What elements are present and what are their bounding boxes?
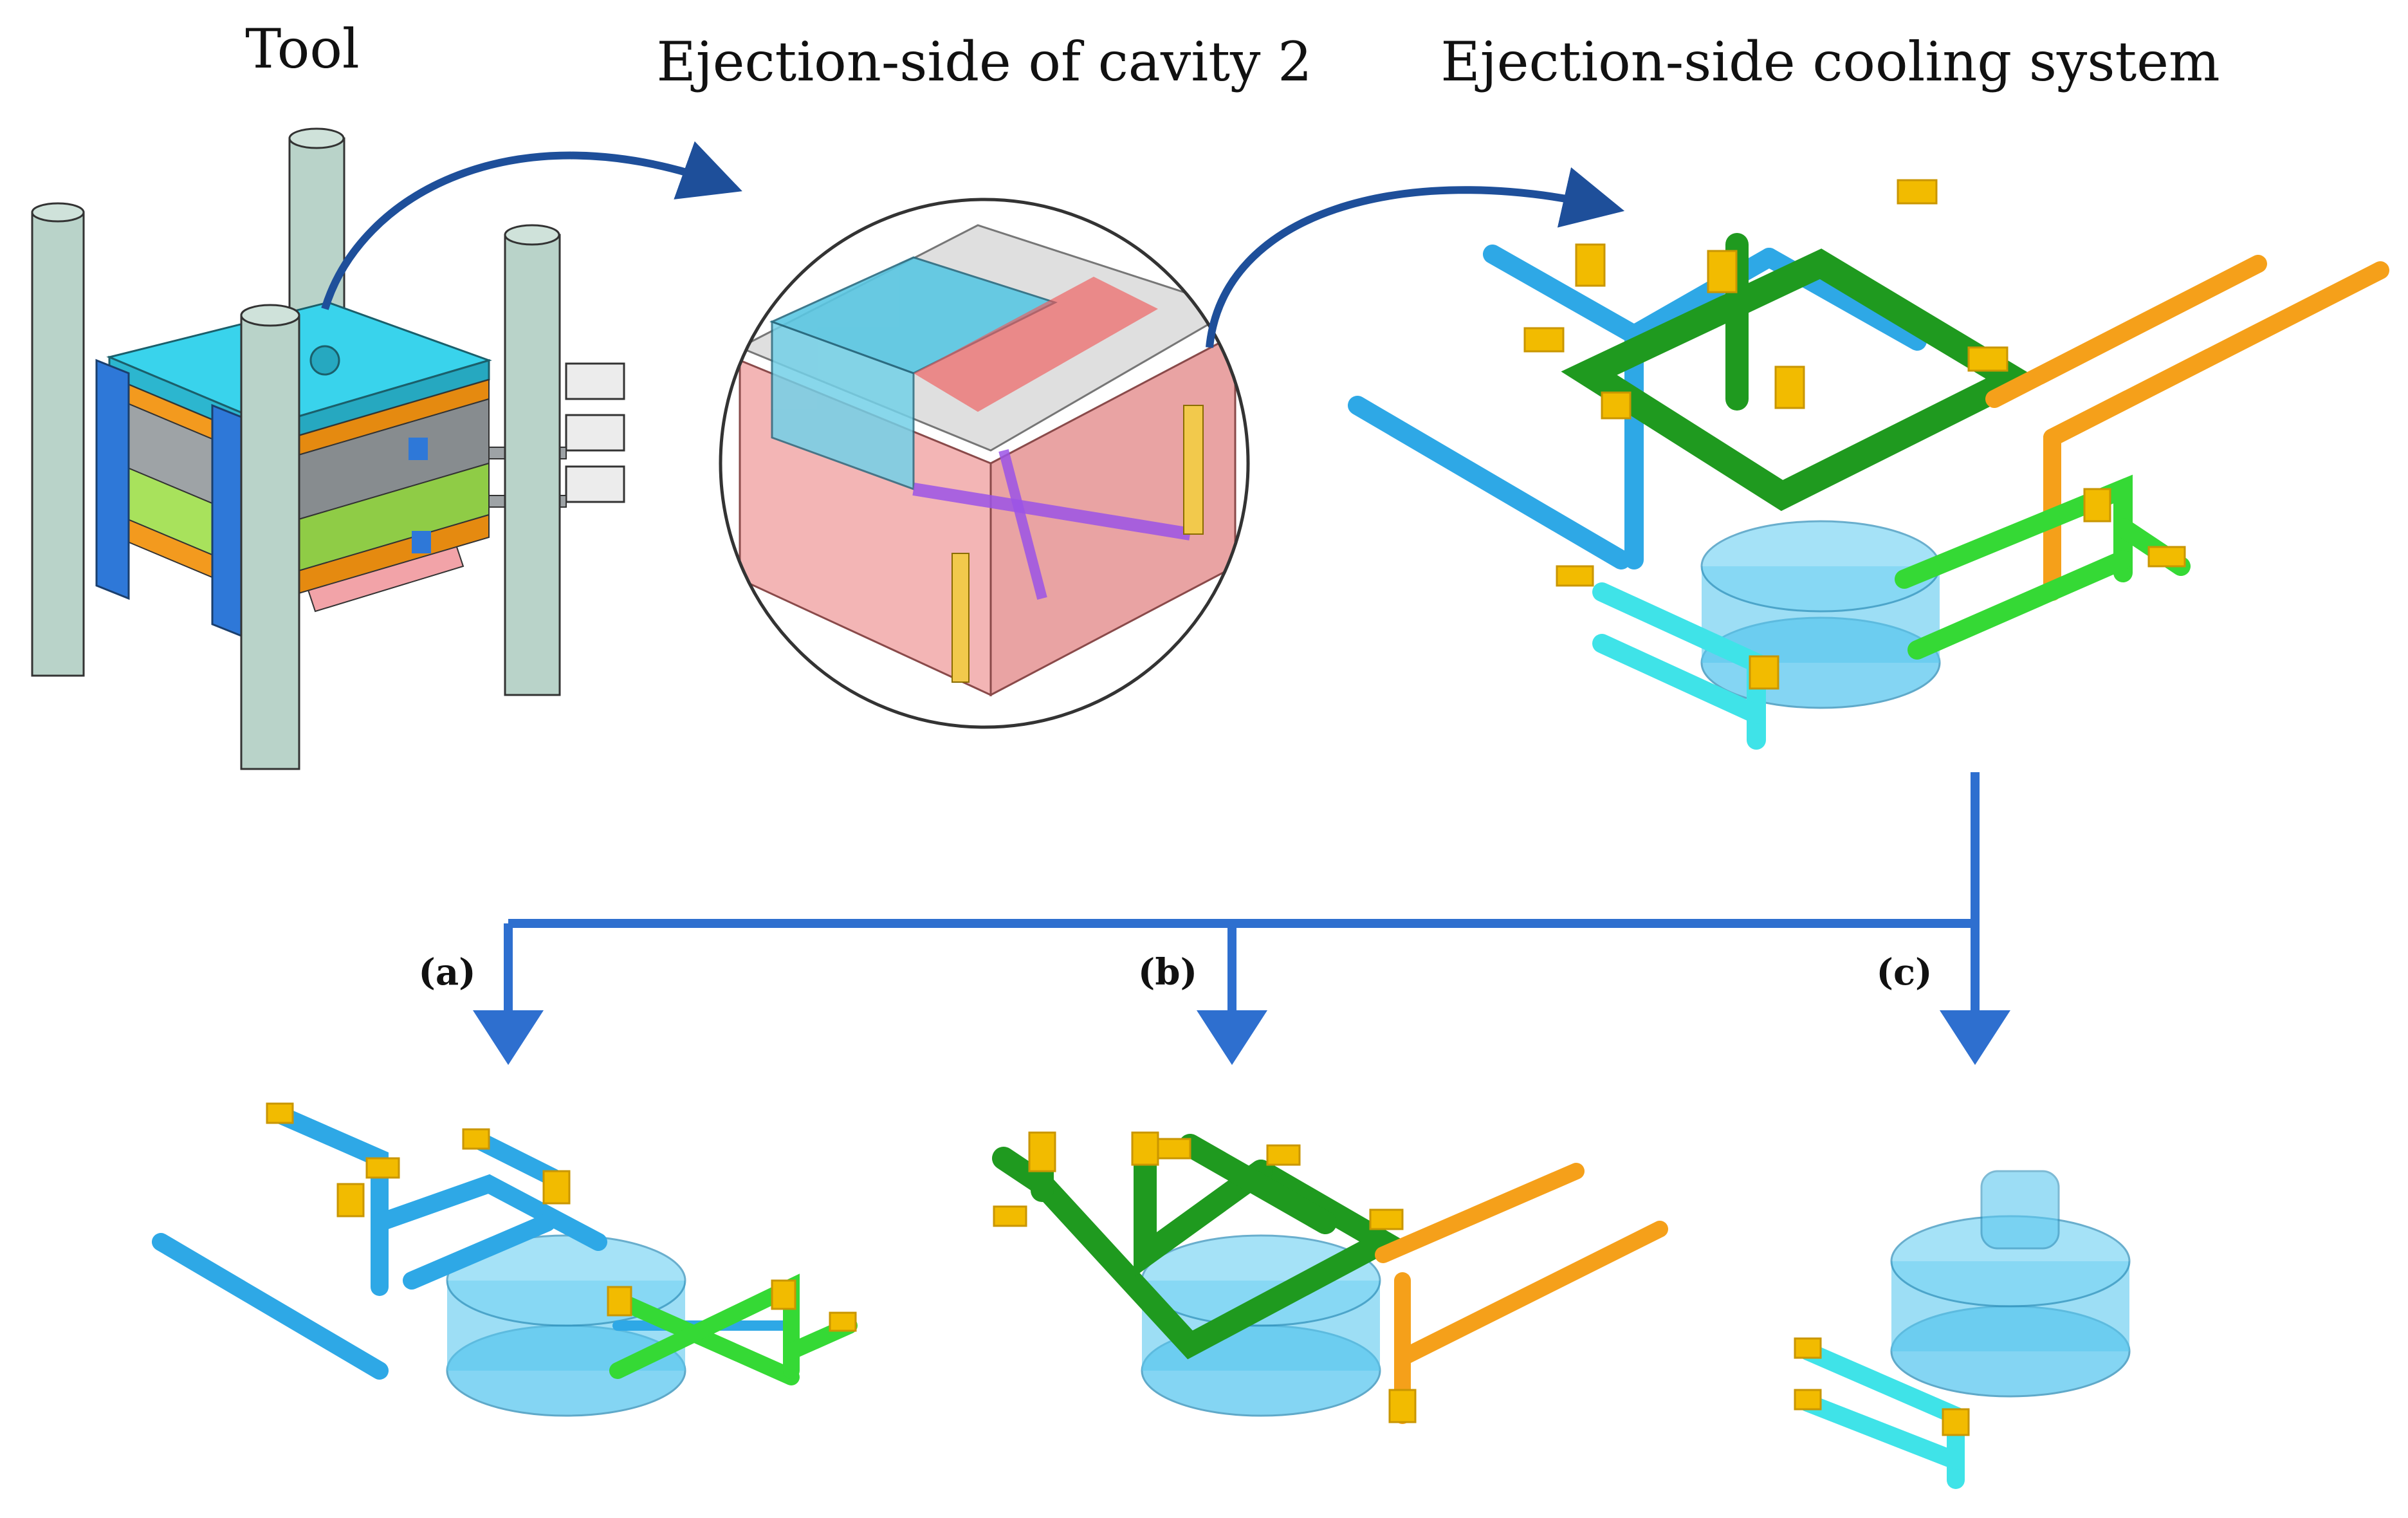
cooling-subset-b [992,1131,1668,1424]
moulded-part [1700,520,1941,709]
curved-arrow-tool-to-cavity [321,141,742,310]
cooling-subset-a [152,1102,858,1417]
tool-assembly [31,127,625,770]
cooling-system-full [1348,179,2389,750]
guide-pillar-back-left [31,202,85,677]
guide-pillar-front-right [504,224,561,696]
label-a: (a) [418,951,475,994]
label-b: (b) [1138,951,1197,994]
label-c: (c) [1876,951,1932,994]
title-cavity: Ejection-side of cavity 2 [656,30,1312,93]
title-tool: Tool [245,17,360,80]
guide-pillar-front-center [240,304,300,770]
moulded-part-c [1890,1170,2131,1398]
cooling-subset-c [1794,1170,2131,1489]
arrowheads [473,1010,2010,1065]
curved-arrow-cavity-to-cooling [1206,167,1625,348]
split-arrows [504,772,1980,1014]
title-cooling-system: Ejection-side cooling system [1440,30,2220,93]
cavity-zoom-view [719,198,1250,729]
